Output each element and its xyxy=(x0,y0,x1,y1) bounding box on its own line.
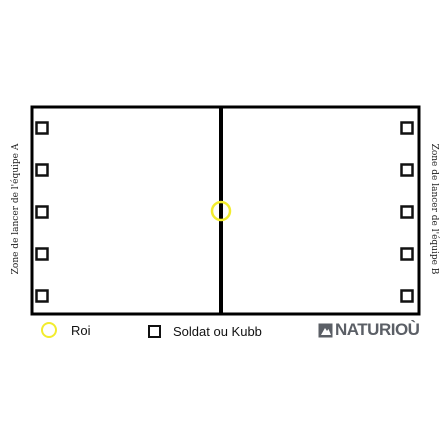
team-a-kubb-4 xyxy=(35,247,49,261)
team-b-kubb-5 xyxy=(400,289,414,303)
naturiou-logo-icon xyxy=(318,323,333,337)
team-b-kubbs xyxy=(400,121,414,303)
king-piece xyxy=(210,200,232,222)
legend-soldier-label: Soldat ou Kubb xyxy=(173,324,262,339)
field-boundary xyxy=(30,105,421,316)
team-b-throw-zone-label: Zone de lancer de l'équipe B xyxy=(429,143,439,275)
team-a-kubb-5 xyxy=(35,289,49,303)
team-a-kubbs xyxy=(35,121,49,303)
team-b-kubb-2 xyxy=(400,163,414,177)
legend-soldier: Soldat ou Kubb xyxy=(148,324,262,339)
black-square-icon xyxy=(148,325,161,338)
yellow-ring-icon xyxy=(41,322,57,338)
naturiou-logo: NATURIOÙ xyxy=(318,320,420,340)
team-b-kubb-1 xyxy=(400,121,414,135)
team-b-kubb-4 xyxy=(400,247,414,261)
legend-king: Roi xyxy=(41,322,91,338)
team-a-kubb-2 xyxy=(35,163,49,177)
logo-text: NATURIOÙ xyxy=(335,320,420,339)
team-a-kubb-3 xyxy=(35,205,49,219)
team-a-throw-zone-label: Zone de lancer de l'équipe A xyxy=(11,143,21,275)
team-a-kubb-1 xyxy=(35,121,49,135)
legend-king-label: Roi xyxy=(71,322,91,338)
team-b-kubb-3 xyxy=(400,205,414,219)
